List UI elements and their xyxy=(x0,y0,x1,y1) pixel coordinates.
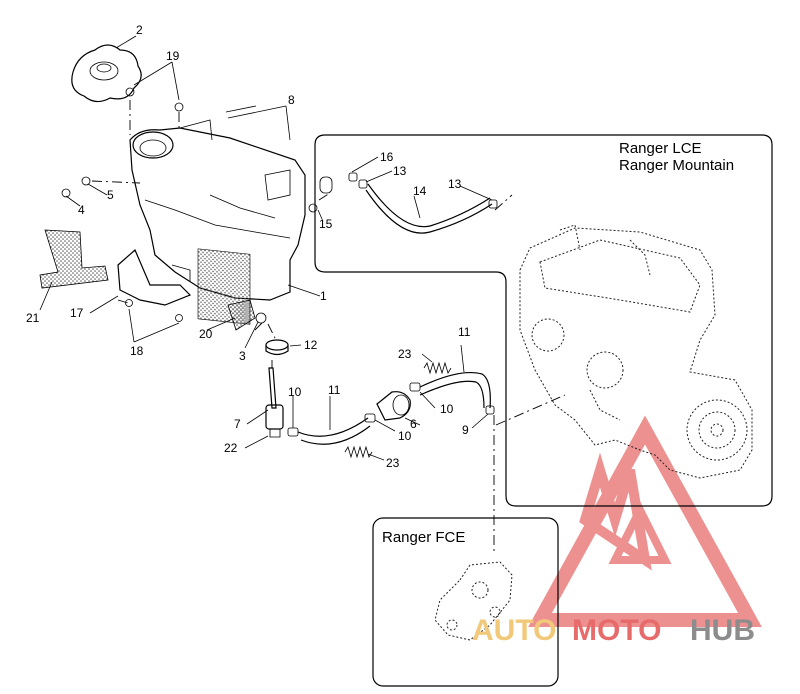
callout-10-left: 10 xyxy=(288,385,302,399)
callout-4: 4 xyxy=(78,203,85,217)
callout-23-lower: 23 xyxy=(386,456,400,470)
watermark-auto: AUTO xyxy=(472,614,556,647)
oil-filter-part xyxy=(376,391,411,421)
callout-11-upper: 11 xyxy=(458,325,471,339)
callout-21: 21 xyxy=(26,311,40,325)
callout-18: 18 xyxy=(130,344,144,358)
callout-numbers: 2 19 8 5 4 15 16 13 14 13 1 12 21 17 18 … xyxy=(26,23,471,470)
oil-tank-part xyxy=(129,119,306,325)
foam-pad-part xyxy=(39,229,109,289)
callout-7: 7 xyxy=(234,417,241,431)
watermark-logo xyxy=(528,415,762,627)
ranger-lce-box xyxy=(314,134,773,507)
spring-upper xyxy=(423,361,452,375)
callout-14: 14 xyxy=(413,184,427,198)
callout-20: 20 xyxy=(199,327,213,341)
callout-13-left: 13 xyxy=(393,164,407,178)
callout-17: 17 xyxy=(70,306,84,320)
oil-cap-part xyxy=(71,44,142,103)
grommet-part xyxy=(265,339,289,356)
tank-pad-part xyxy=(227,299,256,331)
spring-lower xyxy=(344,445,373,459)
callout-10-right: 10 xyxy=(440,402,454,416)
screws-and-nuts xyxy=(61,87,333,324)
callout-6: 6 xyxy=(410,417,417,431)
callout-1: 1 xyxy=(320,289,327,303)
callout-22: 22 xyxy=(224,441,238,455)
callout-16: 16 xyxy=(380,150,394,164)
callout-5: 5 xyxy=(107,188,114,202)
ranger-lce-label: Ranger LCE xyxy=(619,140,702,157)
callout-10-center: 10 xyxy=(398,429,412,443)
callout-8: 8 xyxy=(288,93,295,107)
callout-9: 9 xyxy=(462,423,469,437)
engine-assembly xyxy=(519,224,753,479)
ranger-fce-box xyxy=(372,517,559,687)
ranger-mountain-label: Ranger Mountain xyxy=(619,157,734,174)
callout-19: 19 xyxy=(166,49,180,63)
mount-bracket-part xyxy=(117,249,192,306)
callout-15: 15 xyxy=(319,217,333,231)
ranger-fce-label: Ranger FCE xyxy=(382,529,465,546)
callout-12: 12 xyxy=(304,338,318,352)
dipstick-part xyxy=(265,367,284,438)
callout-23-upper: 23 xyxy=(398,347,412,361)
leader-lines xyxy=(39,35,493,461)
callout-11-lower: 11 xyxy=(328,383,341,397)
watermark-text: AUTO MOTO HUB xyxy=(472,614,755,647)
callout-13-right: 13 xyxy=(448,177,462,191)
watermark-hub: HUB xyxy=(690,614,755,647)
oil-pump-assembly xyxy=(434,561,513,641)
oil-hose-lower xyxy=(297,417,371,445)
oil-hose-upper xyxy=(419,371,491,409)
vent-hose-part xyxy=(365,183,493,234)
watermark-moto: MOTO xyxy=(572,614,661,647)
callout-3: 3 xyxy=(239,349,246,363)
callout-2: 2 xyxy=(136,23,143,37)
alignment-lines xyxy=(91,100,566,555)
